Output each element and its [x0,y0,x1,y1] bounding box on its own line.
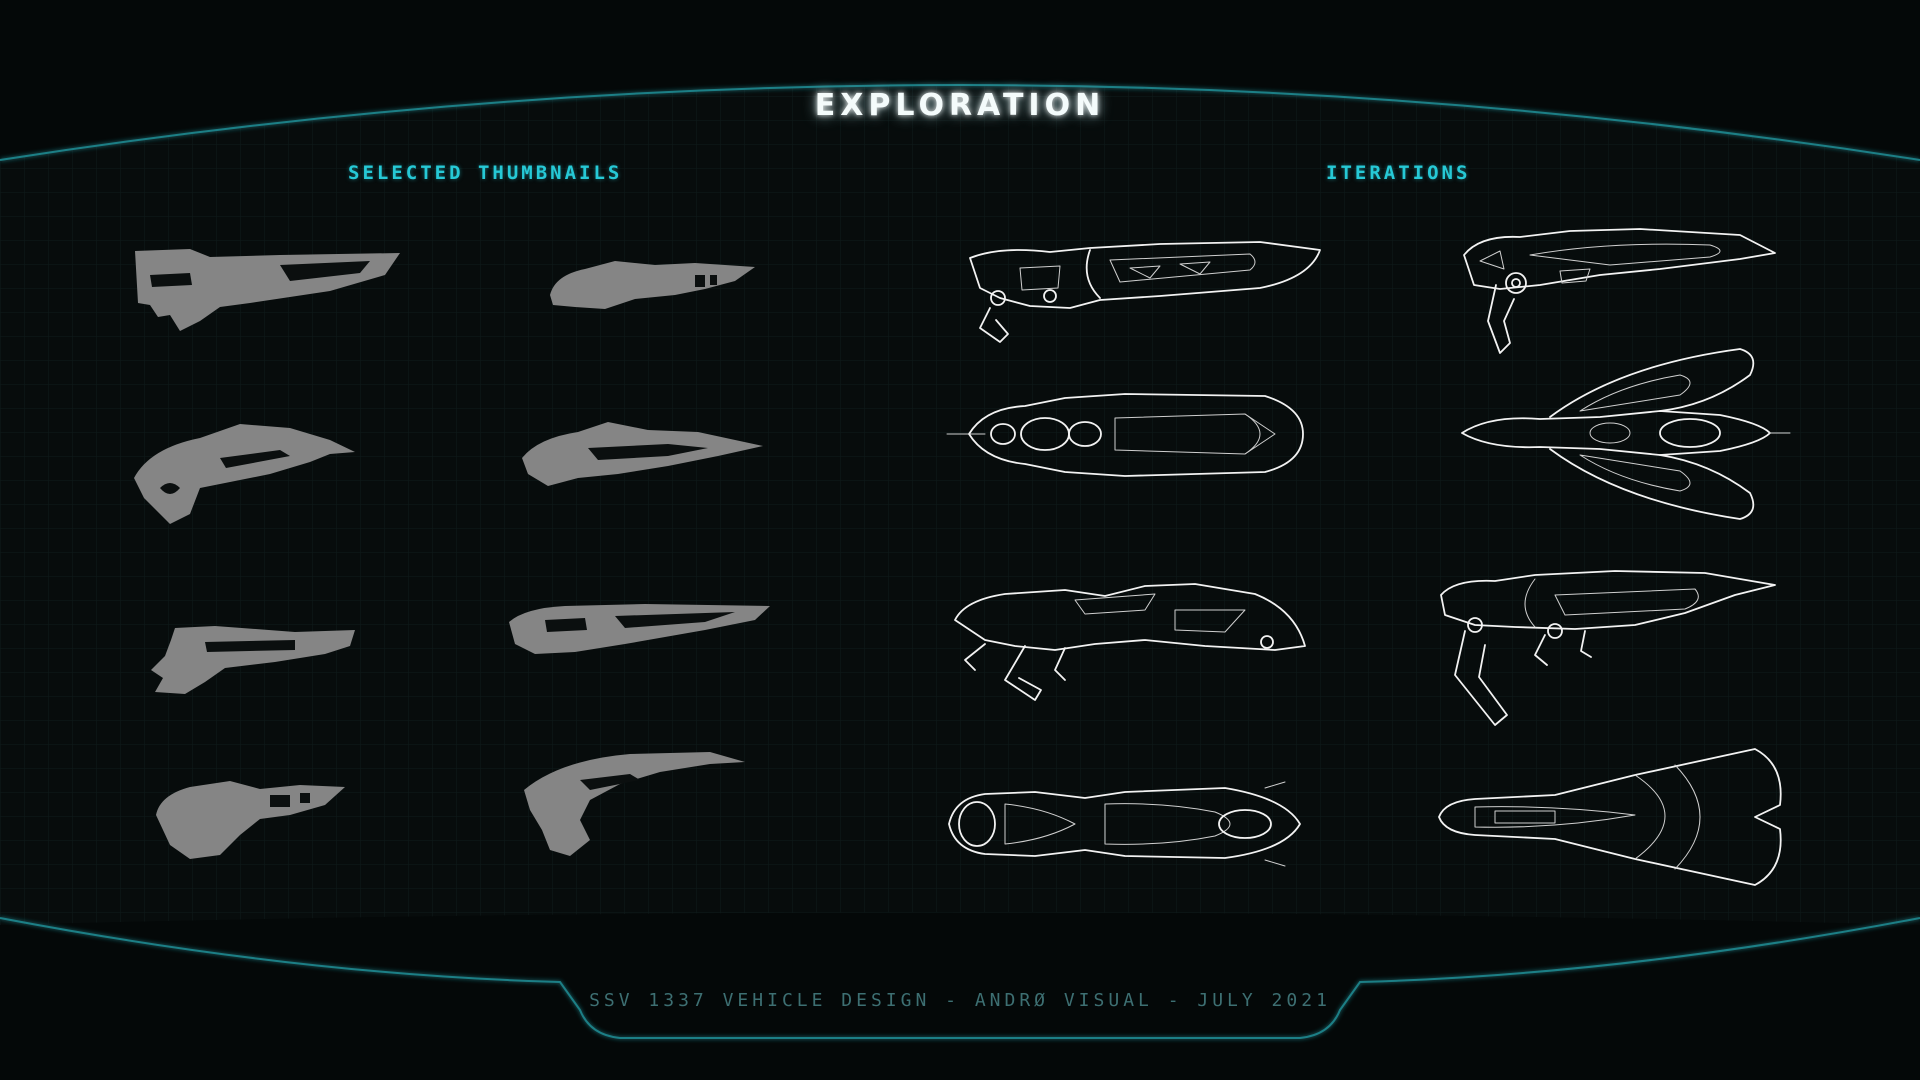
thumbnail-7 [156,781,345,859]
iteration-top-view-3 [948,781,1301,867]
iteration-side-view-3 [954,583,1306,701]
top-frame-line [0,84,1920,161]
iteration-side-view-2 [1463,228,1776,354]
thumbnail-4 [522,422,763,486]
selected-thumbnails-heading: SELECTED THUMBNAILS [348,162,623,184]
bottom-frame-line [0,917,1920,1039]
iteration-side-view-1 [969,241,1321,343]
thumbnail-3 [134,424,355,524]
thumbnail-8 [524,752,745,856]
page-title: EXPLORATION [814,88,1106,123]
thumbnail-5 [151,626,355,694]
iterations-heading: ITERATIONS [1326,162,1471,184]
iteration-top-view-1 [946,393,1304,477]
iteration-top-view-4 [1438,748,1782,886]
footer-credit: SSV 1337 VEHICLE DESIGN - ANDRØ VISUAL -… [589,990,1331,1011]
thumbnail-6 [509,604,770,654]
thumbnail-1 [135,249,400,331]
thumbnail-2 [550,261,755,309]
iteration-top-view-2 [1461,348,1791,520]
iteration-side-view-4 [1440,570,1776,726]
